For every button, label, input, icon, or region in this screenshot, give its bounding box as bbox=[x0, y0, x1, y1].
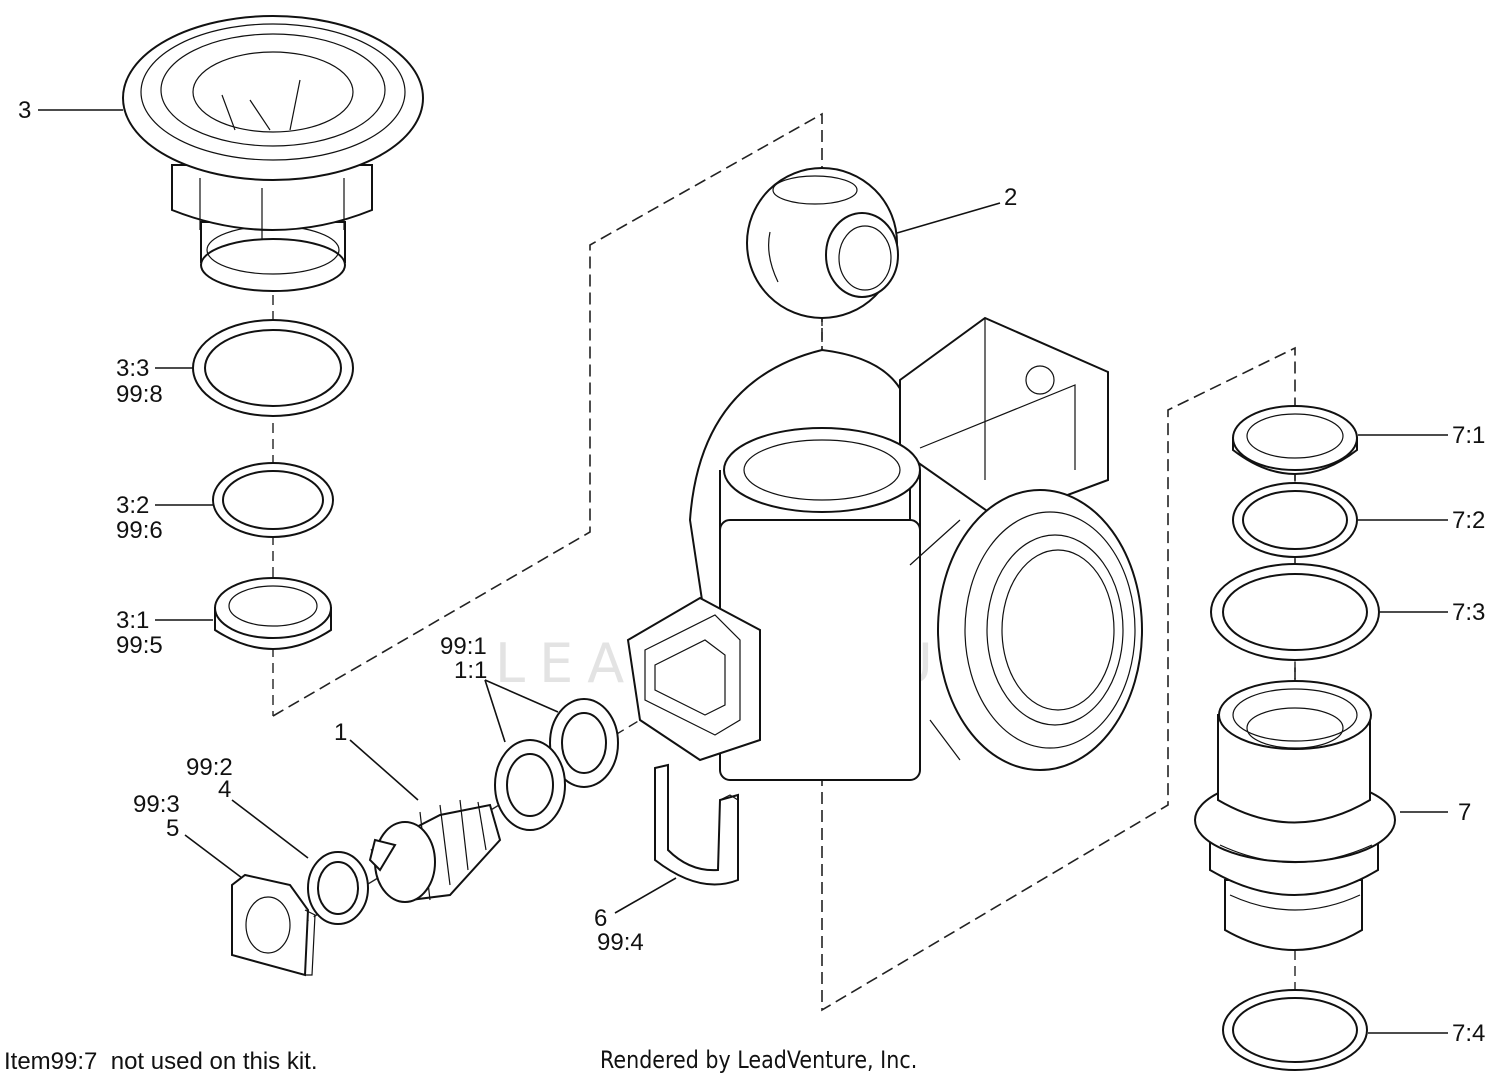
part-3-fitting bbox=[122, 15, 424, 292]
part-1-1-washer-b bbox=[494, 739, 566, 831]
part-7-3-o-ring bbox=[1210, 563, 1380, 661]
callout-3-1: 3:1 bbox=[116, 607, 149, 634]
callout-3-2: 3:2 bbox=[116, 492, 149, 519]
callout-2: 2 bbox=[1004, 184, 1017, 211]
part-3-1-seal bbox=[214, 577, 332, 650]
callout-4: 4 bbox=[218, 776, 231, 803]
valve-coupler bbox=[626, 596, 761, 762]
part-1-1-washer-a bbox=[549, 698, 619, 788]
leader-lines bbox=[38, 109, 1448, 1034]
footer-note: Item99:7 not used on this kit. bbox=[4, 1048, 318, 1075]
part-3-3-o-ring bbox=[192, 319, 354, 417]
callout-7-1: 7:1 bbox=[1452, 422, 1485, 449]
part-1-valve-stem bbox=[368, 799, 502, 903]
callout-3: 3 bbox=[18, 97, 31, 124]
callout-7-3: 7:3 bbox=[1452, 599, 1485, 626]
callout-5: 5 bbox=[166, 815, 179, 842]
callout-3-3: 3:3 bbox=[116, 355, 149, 382]
callout-99-8: 99:8 bbox=[116, 381, 163, 408]
callout-99-6: 99:6 bbox=[116, 517, 163, 544]
callout-7-4: 7:4 bbox=[1452, 1020, 1485, 1047]
callout-7-2: 7:2 bbox=[1452, 507, 1485, 534]
part-2-valve-ball bbox=[746, 167, 899, 319]
callout-1-1: 1:1 bbox=[454, 657, 487, 684]
footer-credit: Rendered by LeadVenture, Inc. bbox=[600, 1046, 918, 1074]
part-7-4-o-ring bbox=[1222, 989, 1368, 1071]
part-7-fitting bbox=[1194, 680, 1396, 951]
part-7-2-o-ring bbox=[1232, 482, 1358, 558]
callout-99-5: 99:5 bbox=[116, 632, 163, 659]
part-3-2-o-ring bbox=[212, 462, 334, 538]
callout-1: 1 bbox=[334, 719, 347, 746]
part-4-washer bbox=[307, 851, 369, 925]
callout-6: 6 bbox=[594, 905, 607, 932]
part-5-retainer bbox=[231, 873, 316, 977]
callout-99-3: 99:3 bbox=[133, 791, 180, 818]
part-6-u-clip bbox=[654, 763, 739, 886]
callout-7: 7 bbox=[1458, 799, 1471, 826]
callout-99-1: 99:1 bbox=[440, 633, 487, 660]
callout-99-4: 99:4 bbox=[597, 929, 644, 956]
callout-99-2: 99:2 bbox=[186, 754, 233, 781]
part-7-1-seal bbox=[1232, 405, 1358, 475]
